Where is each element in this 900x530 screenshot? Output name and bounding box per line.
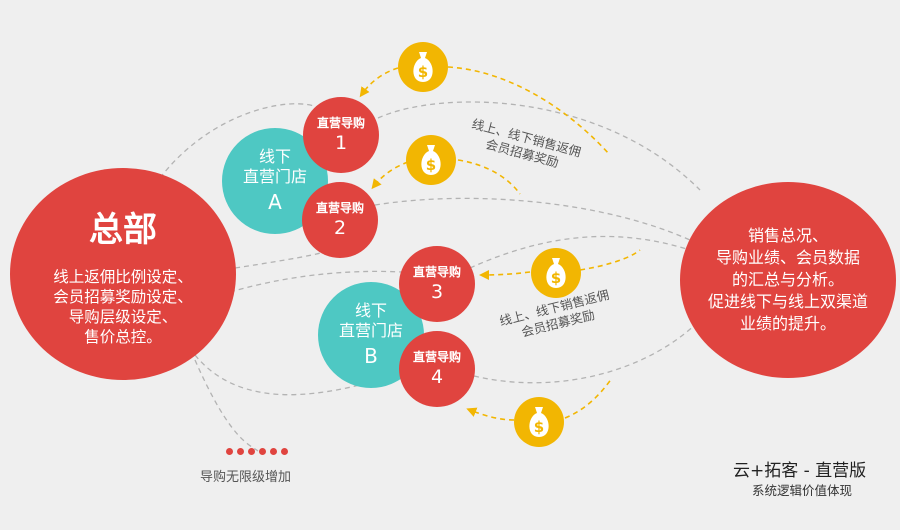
guide-2-label: 直营导购 [315, 201, 364, 215]
guide-4-circle: 直营导购 4 [399, 331, 475, 407]
guide-1-label: 直营导购 [316, 116, 365, 130]
headquarters-title: 总部 [89, 209, 157, 250]
guide-2-circle: 直营导购 2 [302, 182, 378, 258]
guide-4-label: 直营导购 [412, 350, 461, 364]
store-b-letter: B [364, 344, 378, 368]
store-a-line-2: 直营门店 [242, 167, 307, 186]
guide-1-number: 1 [334, 132, 348, 154]
analysis-circle: 销售总况、 导购业绩、会员数据 的汇总与分析。 促进线下与线上双渠道 业绩的提升… [680, 182, 896, 378]
dot [270, 448, 277, 455]
svg-text:$: $ [418, 63, 428, 81]
guide-1-circle: 直营导购 1 [303, 97, 379, 173]
analysis-line-3: 的汇总与分析。 [731, 270, 844, 289]
guide-4-number: 4 [430, 366, 444, 388]
store-b-line-1: 线下 [354, 301, 387, 320]
dot [226, 448, 233, 455]
store-b-line-2: 直营门店 [338, 321, 403, 340]
analysis-line-4: 促进线下与线上双渠道 [707, 292, 868, 311]
headquarters-desc-4: 售价总控。 [84, 327, 162, 346]
analysis-line-2: 导购业绩、会员数据 [715, 248, 860, 267]
guide-3-circle: 直营导购 3 [399, 246, 475, 322]
dot [248, 448, 255, 455]
headquarters-desc-1: 线上返佣比例设定、 [53, 267, 193, 286]
guide-3-label: 直营导购 [412, 265, 461, 279]
guide-2-number: 2 [333, 217, 347, 239]
svg-text:$: $ [551, 269, 561, 287]
headquarters-circle: 总部 线上返佣比例设定、 会员招募奖励设定、 导购层级设定、 售价总控。 [10, 168, 236, 380]
money-bag-icon: $ [406, 135, 456, 185]
store-a-letter: A [268, 190, 282, 214]
dot [237, 448, 244, 455]
money-bag-icon: $ [398, 42, 448, 92]
dot [259, 448, 266, 455]
store-a-line-1: 线下 [258, 147, 291, 166]
headquarters-desc-2: 会员招募奖励设定、 [53, 287, 193, 306]
brand-title: 云+拓客 - 直营版 [733, 461, 867, 481]
money-bag-icon: $ [531, 248, 581, 298]
unlimited-guides-label: 导购无限级增加 [200, 470, 292, 485]
analysis-line-1: 销售总况、 [747, 226, 828, 245]
dot [281, 448, 288, 455]
svg-text:$: $ [534, 418, 544, 436]
analysis-line-5: 业绩的提升。 [739, 314, 836, 333]
more-guides-dots [226, 448, 288, 456]
money-bag-icon: $ [514, 397, 564, 447]
svg-text:$: $ [426, 156, 436, 174]
guide-3-number: 3 [430, 281, 444, 303]
brand-subtitle: 系统逻辑价值体现 [752, 483, 853, 498]
headquarters-desc-3: 导购层级设定、 [68, 307, 178, 326]
